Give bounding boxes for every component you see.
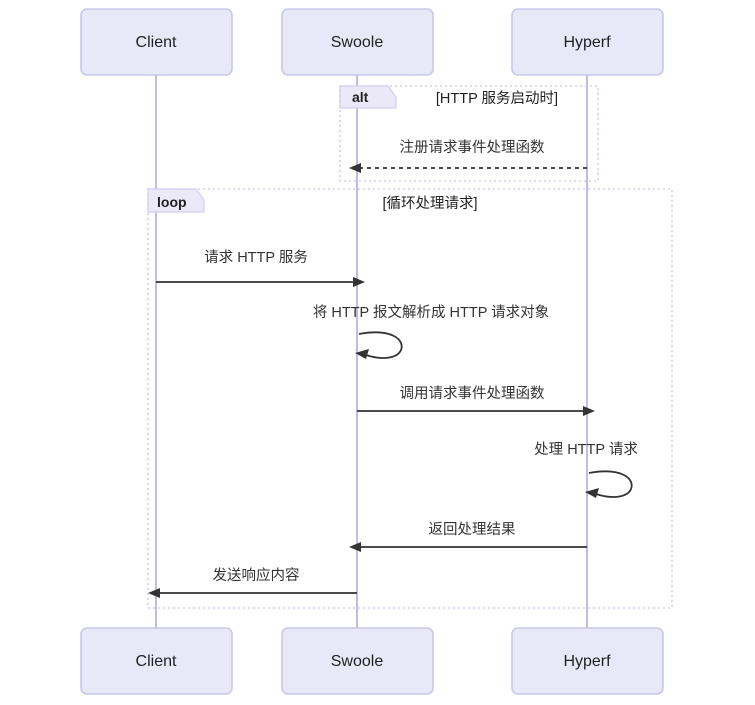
- message-send-response-arrowhead: [148, 588, 160, 598]
- actor-client-top-label: Client: [136, 34, 177, 51]
- message-parse-http-arrowhead: [355, 349, 369, 359]
- message-process-http-loop-path: [588, 470, 633, 498]
- message-return-result-label: 返回处理结果: [429, 521, 516, 538]
- message-register-handler-arrowhead: [349, 163, 361, 173]
- fragment-loop-condition: [循环处理请求]: [382, 195, 477, 212]
- message-request-http-arrowhead: [353, 277, 365, 287]
- message-call-handler-arrowhead: [583, 406, 595, 416]
- fragment-loop-label-shape: [147, 188, 205, 213]
- actor-swoole-top-label: Swoole: [331, 34, 384, 51]
- actor-swoole-bottom[interactable]: Swoole: [281, 627, 434, 695]
- actor-client-bottom-label: Client: [136, 653, 177, 670]
- fragment-alt[interactable]: alt [HTTP 服务启动时]: [339, 85, 599, 182]
- actor-hyperf-top-box: [511, 8, 664, 76]
- fragment-loop-title: loop: [157, 194, 187, 210]
- message-call-handler[interactable]: 调用请求事件处理函数: [357, 385, 595, 416]
- actor-hyperf-bottom-box: [511, 627, 664, 695]
- message-register-handler-label: 注册请求事件处理函数: [400, 139, 545, 156]
- actor-swoole-top-box: [281, 8, 434, 76]
- actor-client-bottom-box: [80, 627, 233, 695]
- message-process-http-label: 处理 HTTP 请求: [534, 441, 638, 458]
- actor-hyperf-top-label: Hyperf: [563, 34, 611, 51]
- fragment-alt-title: alt: [352, 89, 369, 105]
- message-parse-http[interactable]: 将 HTTP 报文解析成 HTTP 请求对象: [313, 304, 549, 359]
- message-parse-http-loop-path: [358, 331, 403, 359]
- message-request-http-label: 请求 HTTP 服务: [204, 249, 308, 266]
- message-return-result-arrowhead: [349, 542, 361, 552]
- message-process-http-arrowhead: [585, 488, 599, 498]
- actor-swoole-top[interactable]: Swoole: [281, 8, 434, 76]
- message-call-handler-label: 调用请求事件处理函数: [400, 385, 545, 402]
- actor-client-top-box: [80, 8, 233, 76]
- lifelines-group: [155, 75, 588, 628]
- actor-boxes-bottom: Client Swoole Hyperf: [80, 627, 664, 695]
- fragment-alt-label-shape: [339, 85, 397, 109]
- fragment-loop[interactable]: loop [循环处理请求]: [147, 188, 673, 609]
- message-process-http[interactable]: 处理 HTTP 请求: [534, 441, 638, 498]
- message-send-response[interactable]: 发送响应内容: [148, 566, 357, 598]
- actor-client-top[interactable]: Client: [80, 8, 233, 76]
- actor-client-bottom[interactable]: Client: [80, 627, 233, 695]
- fragment-alt-border: [339, 85, 599, 182]
- actor-hyperf-top[interactable]: Hyperf: [511, 8, 664, 76]
- actor-swoole-bottom-box: [281, 627, 434, 695]
- fragment-loop-border: [147, 188, 673, 609]
- actor-hyperf-bottom-label: Hyperf: [563, 653, 611, 670]
- message-register-handler[interactable]: 注册请求事件处理函数: [349, 139, 587, 173]
- fragment-alt-condition: [HTTP 服务启动时]: [436, 90, 558, 107]
- message-send-response-label: 发送响应内容: [213, 566, 300, 584]
- actor-boxes-top: Client Swoole Hyperf: [80, 8, 664, 76]
- actor-swoole-bottom-label: Swoole: [331, 653, 384, 670]
- message-parse-http-label: 将 HTTP 报文解析成 HTTP 请求对象: [313, 304, 549, 321]
- actor-hyperf-bottom[interactable]: Hyperf: [511, 627, 664, 695]
- message-request-http[interactable]: 请求 HTTP 服务: [156, 249, 365, 287]
- message-return-result[interactable]: 返回处理结果: [349, 521, 587, 552]
